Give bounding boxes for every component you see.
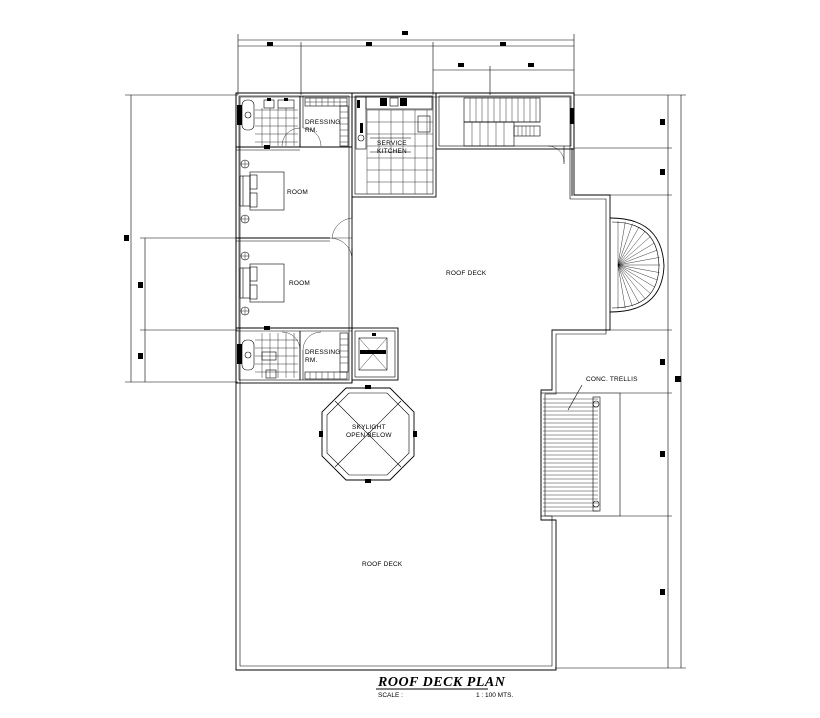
plan-title: ROOF DECK PLAN [377, 675, 506, 690]
spiral-stair-tread [617, 223, 633, 266]
service-kitchen [351, 92, 437, 198]
label-roof-deck-upper: ROOF DECK [446, 270, 487, 277]
spiral-stair-tread [617, 249, 658, 266]
trellis [540, 384, 621, 517]
label-roof-deck-lower: ROOF DECK [362, 561, 403, 568]
scale-value: 1 : 100 MTS. [476, 692, 513, 699]
spiral-stair [609, 217, 665, 313]
spiral-stair-tread [617, 231, 646, 266]
dimension-lines [124, 31, 686, 669]
title-block: ROOF DECK PLAN SCALE : 1 : 100 MTS. [376, 675, 513, 699]
room-labels: DRESSING RM. SERVICE KITCHEN ROOM ROOM R… [287, 119, 638, 568]
label-dressing-bottom-1: DRESSING [305, 349, 341, 356]
label-skylight-2: OPEN BELOW [346, 432, 392, 439]
label-dressing-top-2: RM. [305, 127, 318, 134]
spiral-stair-tread [617, 264, 640, 304]
label-room-2: ROOM [289, 280, 310, 287]
label-skylight-1: SKYLIGHT [352, 424, 386, 431]
label-room-1: ROOM [287, 189, 308, 196]
spiral-stair-tread [617, 221, 626, 266]
stair-block [435, 92, 575, 196]
scale-label: SCALE : [378, 692, 403, 699]
spiral-stair-tread [617, 236, 651, 266]
spiral-stair-tread [617, 226, 640, 266]
spiral-stair-tread [617, 242, 655, 266]
spiral-stair-tread [617, 264, 660, 273]
outer-walls [235, 92, 611, 671]
label-dressing-top-1: DRESSING [305, 119, 341, 126]
label-service-kitchen-1: SERVICE [377, 140, 407, 147]
spiral-stair-tread [617, 264, 658, 281]
label-dressing-bottom-2: RM. [305, 357, 318, 364]
spiral-stair-tread [617, 264, 626, 309]
elevator [351, 327, 399, 381]
label-trellis: CONC. TRELLIS [586, 376, 638, 383]
skylight [319, 385, 417, 483]
bedroom-wing [235, 92, 353, 384]
spiral-stair-tread [617, 257, 660, 266]
spiral-stair-tread [617, 264, 633, 307]
label-service-kitchen-2: KITCHEN [377, 148, 407, 155]
spiral-stair-tread [617, 264, 646, 299]
spiral-stair-tread [617, 264, 655, 288]
spiral-stair-tread [617, 264, 651, 294]
